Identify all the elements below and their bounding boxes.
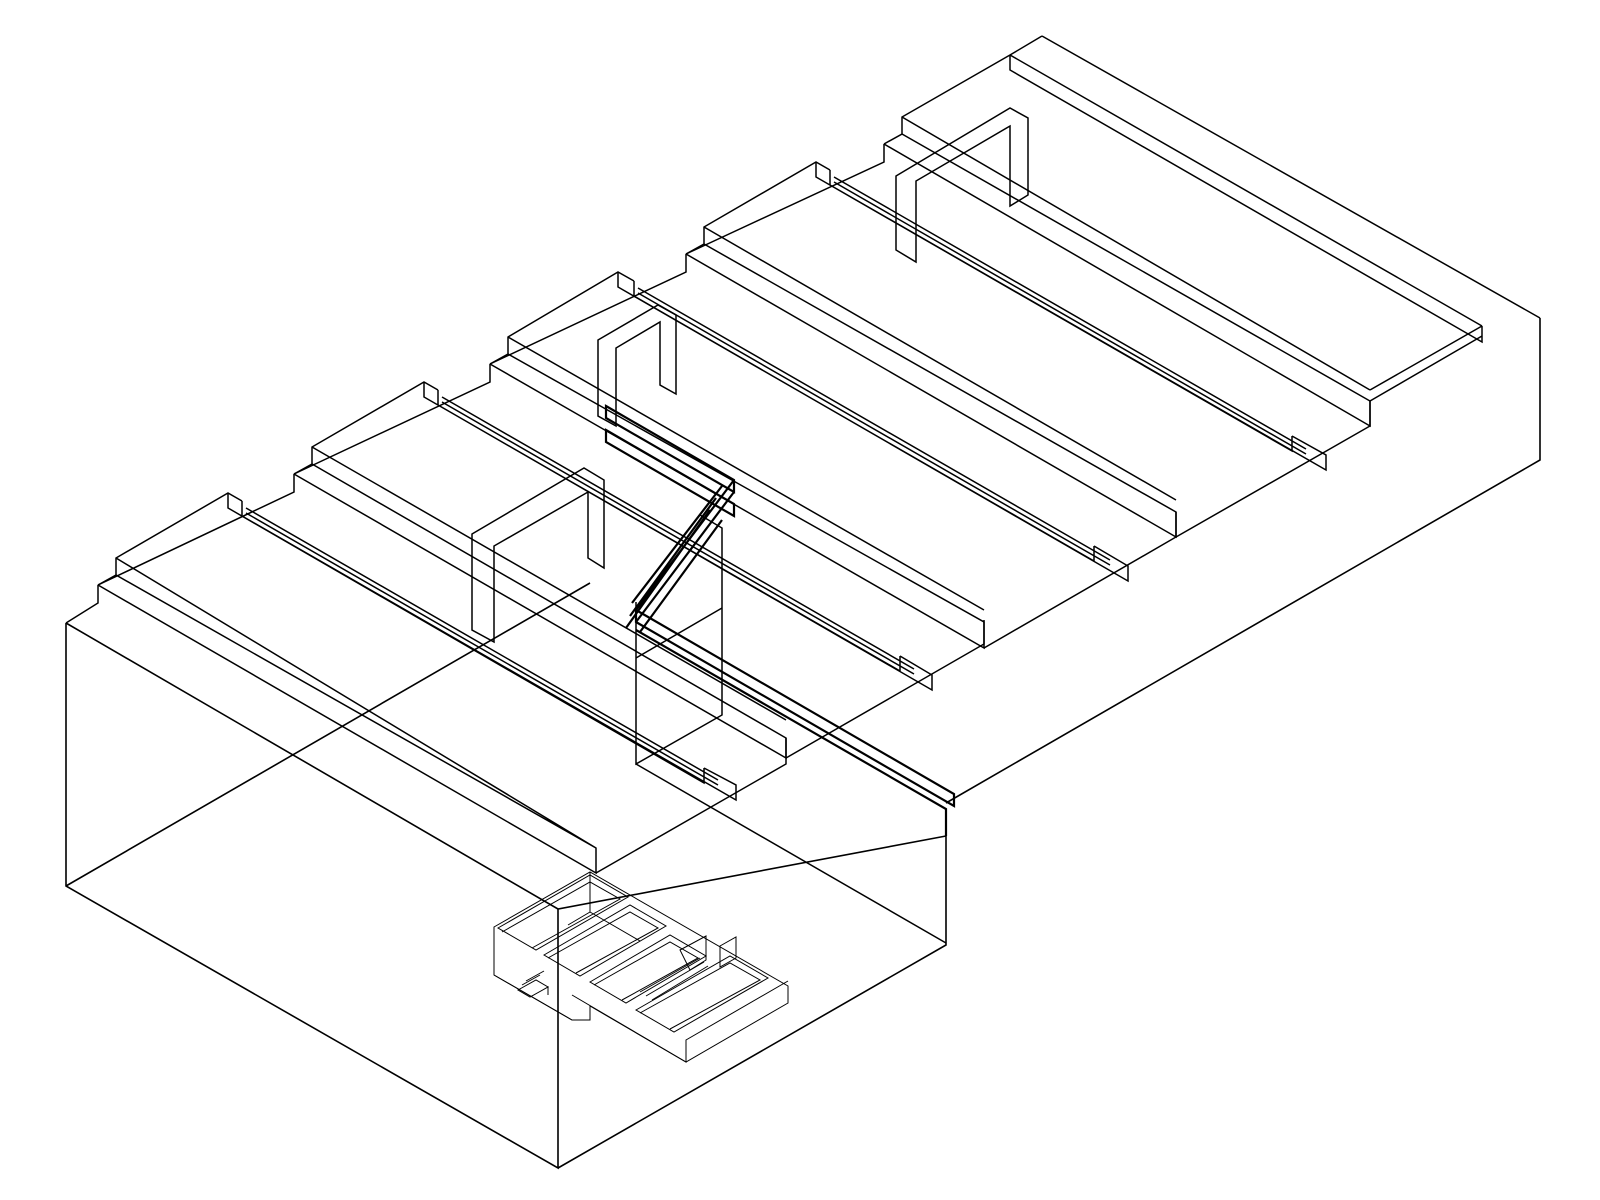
mini-floor (493, 974, 789, 1063)
mini-step-4 (634, 955, 770, 1033)
step-tier-4-front (1175, 401, 1371, 538)
step-tier-5-riser (685, 35, 1043, 255)
mini-stair (516, 970, 550, 998)
diagonal-ramp (604, 404, 956, 836)
step-tier-2-channel (423, 382, 933, 692)
mini-back-block (567, 872, 641, 942)
core-lower (635, 514, 723, 766)
step-tier-4-tread (685, 226, 1177, 539)
step-tier-2-tread (293, 446, 787, 760)
step-tier-3-riser (293, 271, 635, 475)
step-tier-3-front (983, 512, 1177, 649)
ramp-lower-flight (634, 608, 956, 836)
main-block-floor-line (65, 582, 591, 887)
core-lower-tie (635, 607, 947, 944)
mini-ramp (639, 957, 709, 1001)
step-tier-2-front (785, 620, 985, 759)
main-block-front-face (557, 819, 947, 1169)
step-tier-1-tread (97, 557, 597, 875)
inset-miniature-model (493, 871, 789, 1063)
step-tier-1-channel (227, 493, 737, 802)
step-tier-5-tread (883, 116, 1371, 428)
main-block-right-end (945, 318, 1541, 804)
main-block-outline (65, 318, 1541, 1170)
step-tier-3-tread (489, 336, 985, 650)
step-tier-3-channel (617, 272, 1129, 583)
mini-core (679, 935, 737, 971)
ramp-diagonal-rails (625, 479, 735, 633)
step-tier-5-back (1009, 35, 1541, 402)
step-tier-4-channel (815, 162, 1327, 472)
vertical-cores (471, 107, 1029, 944)
mini-step-2 (543, 904, 667, 977)
core-middle (597, 304, 677, 428)
core-back (895, 107, 1029, 264)
main-block-top-left-edge (65, 622, 947, 910)
main-block-left-face (65, 623, 559, 1170)
mini-step-1 (497, 874, 629, 951)
step-tier-1-front (595, 738, 787, 874)
terrace-steps (65, 35, 1541, 875)
core-front (471, 467, 605, 644)
step-tier-2-riser (97, 381, 439, 586)
mini-outline (493, 871, 789, 1063)
